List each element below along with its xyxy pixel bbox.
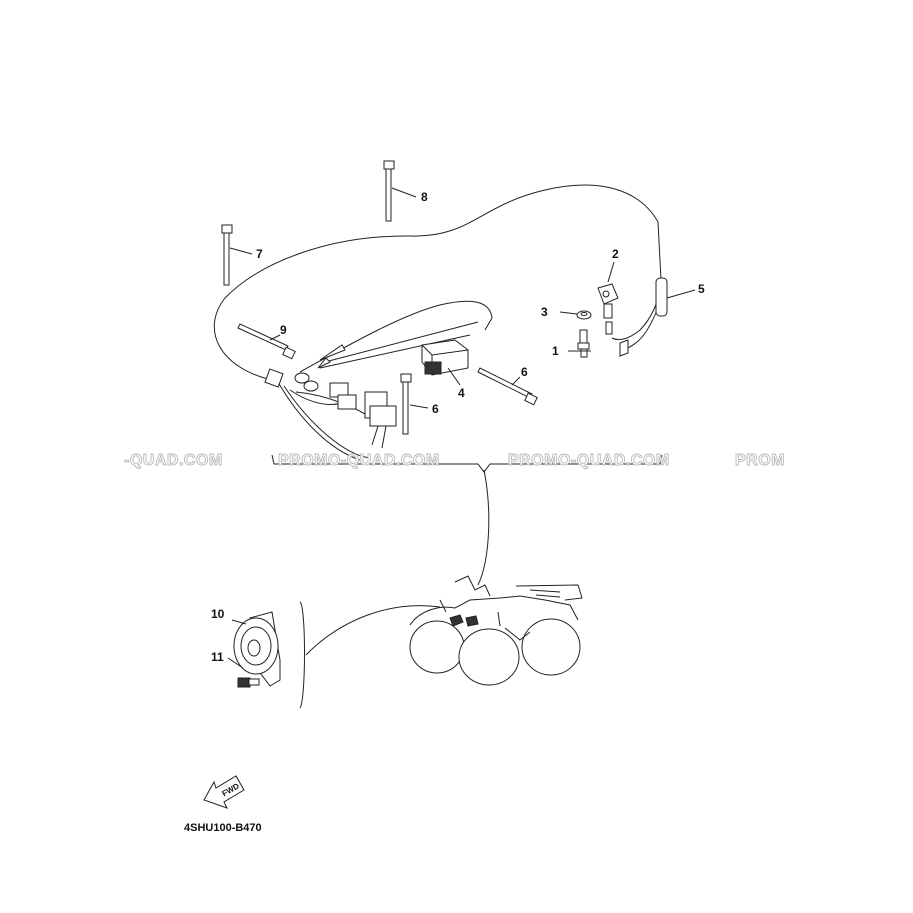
- watermark-right: PROMO-QUAD.COM: [508, 452, 670, 469]
- callout-1: 1: [552, 344, 559, 358]
- reference-code: 4SHU100-B470: [184, 822, 262, 834]
- tie-part-7: [221, 224, 233, 286]
- group-bracket: [271, 454, 663, 586]
- sensor-part-1: [577, 329, 590, 358]
- band-part-9: [237, 323, 296, 360]
- band-part-6-right: [477, 367, 538, 406]
- callout-5: 5: [698, 282, 705, 296]
- callouts: 1 2 3 4 5 6 6 7 8 9 10 11: [211, 190, 705, 664]
- tie-part-8: [383, 160, 395, 222]
- watermark-band: -QUAD.COM PROMO-QUAD.COM PROMO-QUAD.COM …: [124, 452, 785, 470]
- callout-8: 8: [421, 190, 428, 204]
- leader-lines: [229, 187, 696, 409]
- harness-sleeve: [264, 344, 346, 392]
- callout-6-left: 6: [432, 402, 439, 416]
- band-part-6-left: [400, 373, 412, 435]
- relay-part-4: [421, 339, 469, 376]
- watermark-left: -QUAD.COM: [124, 452, 223, 469]
- watermark-middle: PROMO-QUAD.COM: [278, 452, 440, 469]
- callout-4: 4: [458, 386, 465, 400]
- callout-3: 3: [541, 305, 548, 319]
- harness-main-loop: [213, 184, 662, 381]
- callout-9: 9: [280, 323, 287, 337]
- callout-10: 10: [211, 607, 225, 621]
- atv-outline: [409, 575, 583, 686]
- horn-leader: [299, 601, 441, 709]
- washer-part-3: [576, 310, 592, 320]
- watermark-edge: PROM: [735, 452, 785, 469]
- callout-7: 7: [256, 247, 263, 261]
- fwd-arrow-icon: FWD: [203, 775, 245, 809]
- callout-6-right: 6: [521, 365, 528, 379]
- horn-part-10: [227, 611, 281, 687]
- callout-2: 2: [612, 247, 619, 261]
- bolt-part-11: [237, 677, 260, 688]
- sleeve-part-5: [655, 277, 668, 317]
- callout-11: 11: [211, 650, 224, 664]
- coupler-group: [329, 382, 397, 449]
- switch-part-2: [597, 283, 629, 357]
